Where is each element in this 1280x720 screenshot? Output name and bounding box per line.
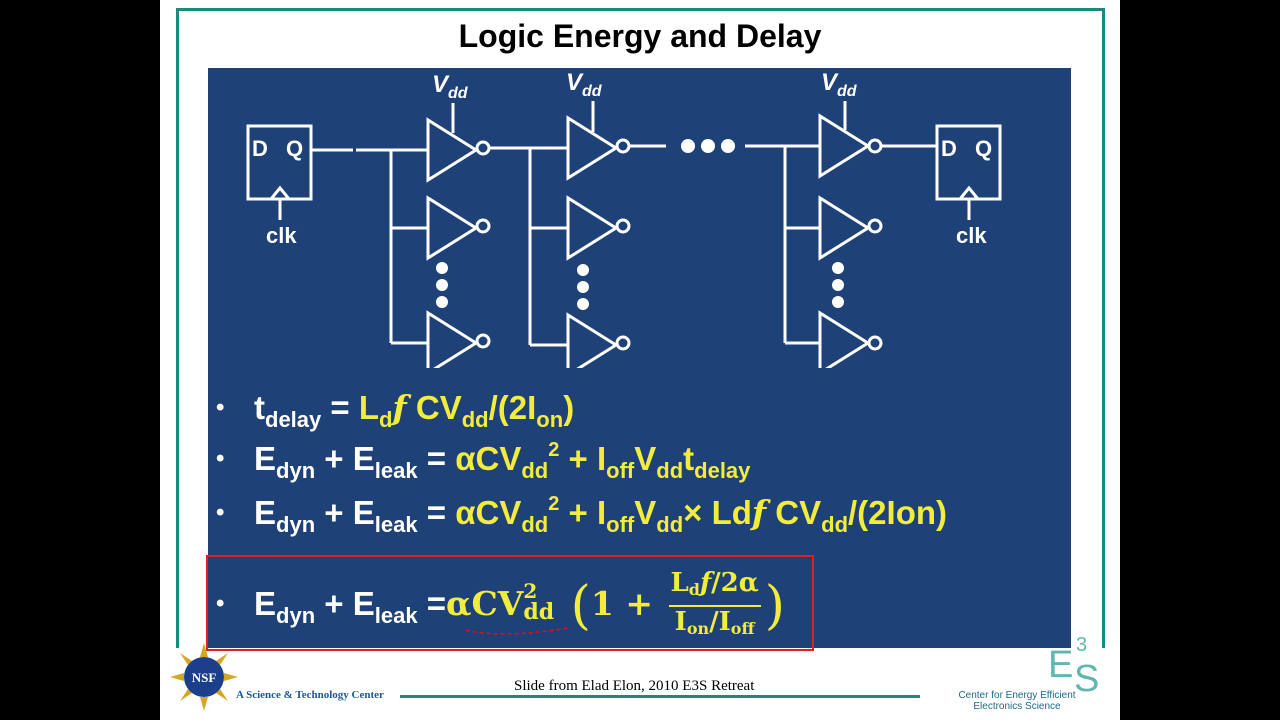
inverter-s1-3 [426,310,479,368]
footer-line [400,695,920,698]
highlight-box [206,555,814,651]
frame-left-line [176,8,179,648]
slide-credit: Slide from Elad Elon, 2010 E3S Retreat [514,678,755,694]
ff-right-d: D [941,136,957,161]
nsf-logo: NSF [170,643,238,716]
inverter-s2-3 [566,312,619,368]
slide-title: Logic Energy and Delay [458,18,822,54]
clk-triangle-right [958,185,980,200]
slide: Logic Energy and Delay [160,0,1120,720]
clk-label-left: clk [266,223,297,248]
ff-right-q: Q [975,136,993,161]
stc-label: A Science & Technology Center [236,689,384,701]
vdd-label-1: Vdd [432,71,468,102]
e3s-logo: E 3 S [1048,634,1100,700]
vdd-label-3: Vdd [821,69,857,100]
inverter-sN-main [818,113,871,179]
svg-text:NSF: NSF [192,670,217,685]
ellipsis-dot [681,139,695,153]
ellipsis-dot [721,139,735,153]
clk-triangle-left [269,185,291,200]
inverter-sN-2 [818,195,871,261]
inverter-s1-main [426,117,479,183]
ff-left-q: Q [286,136,304,161]
inverter-chain-diagram [246,101,1002,368]
inverter-s2-2 [566,195,619,261]
center-label: Center for Energy Efficient Electronics … [958,690,1076,712]
ff-left-d: D [252,136,268,161]
frame-right-line [1102,8,1105,648]
frame-top-line [176,8,1104,11]
ellipsis-dot [701,139,715,153]
inverter-sN-3 [818,310,871,368]
inverter-s2-main [566,115,619,181]
vdd-label-2: Vdd [566,69,602,100]
equation-energy-1: •Edyn + Eleak = αCVdd2 + IoffVddtdelay [216,439,751,483]
content-panel: Vdd Vdd Vdd D Q D Q clk clk •tdelay = Ld… [208,68,1071,648]
equation-energy-2: •Edyn + Eleak = αCVdd2 + IoffVdd× Ldf CV… [216,493,947,537]
inverter-s1-2 [426,195,479,261]
equation-delay: •tdelay = Ldf CVdd/(2Ion) [216,388,575,432]
clk-label-right: clk [956,223,987,248]
